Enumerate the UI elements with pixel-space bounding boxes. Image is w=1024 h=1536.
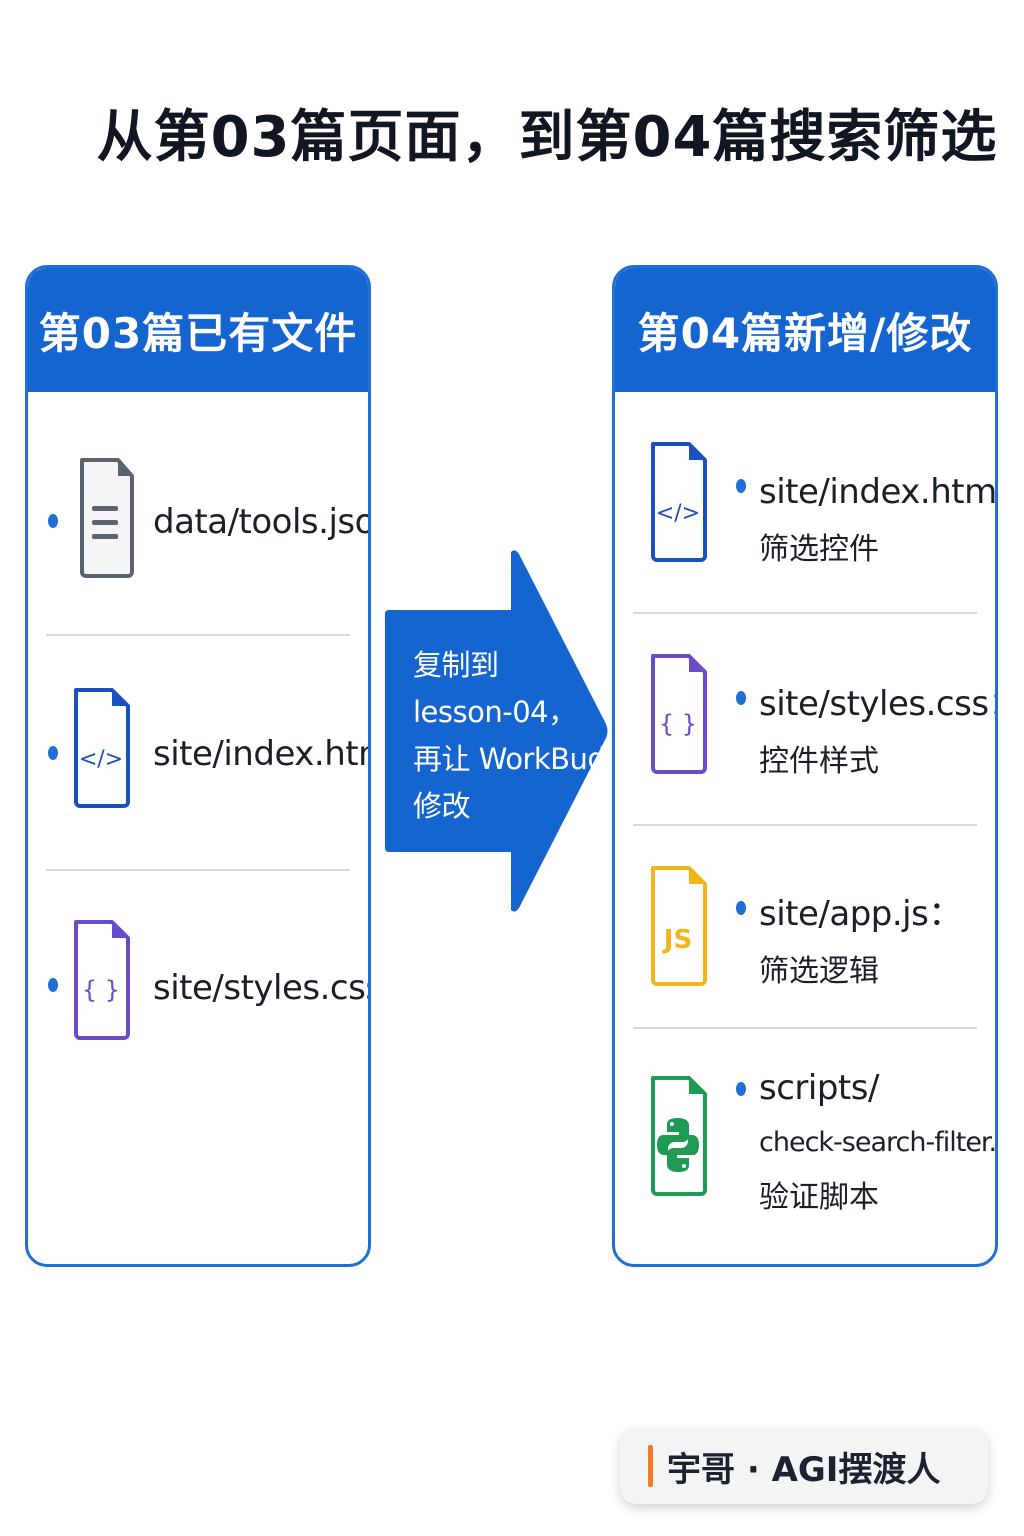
- file-description: 筛选逻辑: [759, 954, 879, 989]
- file-label: site/styles.css: [153, 968, 371, 1008]
- badge-text: 宇哥 · AGI摆渡人: [667, 1449, 941, 1490]
- badge-accent-bar: [648, 1445, 653, 1487]
- arrow-text: 复制到 lesson-04， 再让 WorkBuddy 修改: [413, 642, 640, 830]
- bullet: [736, 901, 746, 915]
- existing-files-header: 第03篇已有文件: [28, 268, 368, 392]
- bullet: [48, 746, 58, 760]
- file-label: scripts/: [759, 1068, 879, 1108]
- html-file-icon: </>: [651, 442, 707, 562]
- arrow-line: 复制到: [413, 648, 499, 682]
- svg-text:</>: </>: [79, 747, 123, 772]
- file-label: site/styles.css：: [759, 684, 998, 724]
- divider: [633, 612, 977, 614]
- new-modified-files-header: 第04篇新增/修改: [615, 268, 995, 392]
- css-file-icon: { }: [74, 920, 130, 1040]
- page-title: 从第03篇页面，到第04篇搜索筛选: [96, 105, 998, 170]
- divider: [633, 824, 977, 826]
- bullet: [48, 978, 58, 992]
- svg-text:JS: JS: [662, 925, 692, 955]
- divider: [46, 634, 350, 636]
- svg-text:</>: </>: [656, 501, 700, 526]
- file-label: site/app.js：: [759, 894, 962, 934]
- divider: [46, 869, 350, 871]
- bullet: [736, 1082, 746, 1096]
- css-file-icon: { }: [651, 654, 707, 774]
- file-label: site/index.html: [153, 734, 368, 774]
- file-label: site/index.html：: [759, 472, 997, 512]
- js-file-icon: JS: [651, 866, 707, 986]
- html-file-icon: </>: [74, 688, 130, 808]
- transition-arrow: [385, 550, 608, 912]
- bullet: [48, 514, 58, 528]
- bullet: [736, 479, 746, 493]
- existing-files-panel: 第03篇已有文件 data/tools.json </> site/index.…: [25, 265, 371, 1267]
- file-description: 验证脚本: [759, 1180, 879, 1215]
- svg-text:{ }: { }: [82, 976, 120, 1004]
- author-badge: 宇哥 · AGI摆渡人: [620, 1428, 988, 1504]
- json-file-icon: [80, 458, 134, 578]
- file-label-continued: check-search-filter.py：: [759, 1127, 997, 1158]
- divider: [633, 1027, 977, 1029]
- file-description: 控件样式: [759, 744, 879, 779]
- arrow-line: lesson-04，: [413, 695, 577, 729]
- arrow-line: 修改: [413, 789, 471, 823]
- new-modified-files-panel: 第04篇新增/修改 </> site/index.html： 筛选控件 { } …: [612, 265, 998, 1267]
- file-label: data/tools.json: [153, 502, 368, 542]
- bullet: [736, 691, 746, 705]
- arrow-line: 再让 WorkBuddy: [413, 742, 640, 776]
- file-description: 筛选控件: [759, 532, 879, 567]
- python-file-icon: [651, 1076, 707, 1196]
- svg-text:{ }: { }: [659, 710, 697, 738]
